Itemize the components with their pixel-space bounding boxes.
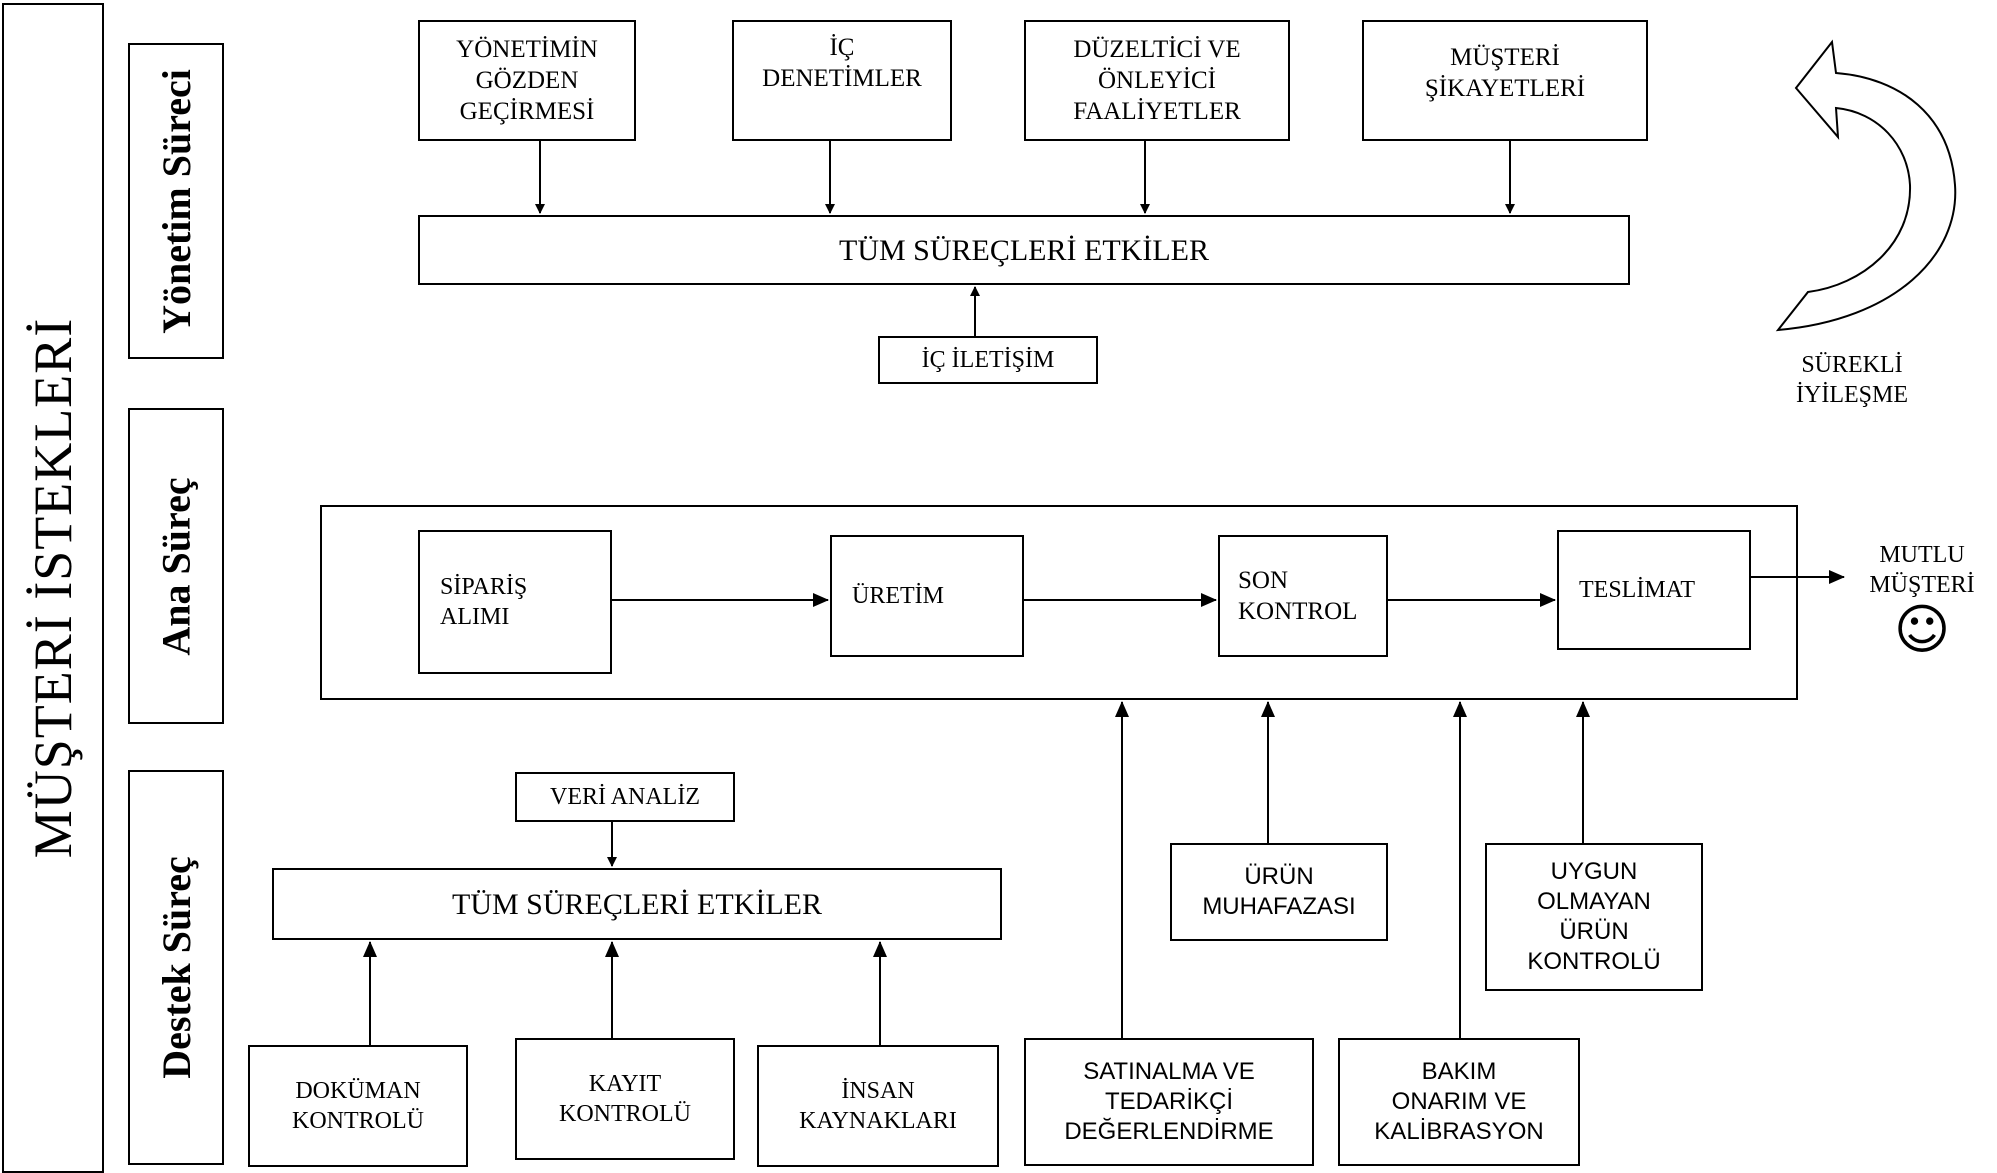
management-review-box: YÖNETİMİN GÖZDEN GEÇİRMESİ	[418, 20, 636, 141]
support-effects-all-box: TÜM SÜREÇLERİ ETKİLER	[272, 868, 1002, 940]
continuous-improvement-label: SÜREKLİ İYİLEŞME	[1796, 352, 1908, 408]
human-resources-box: İNSAN KAYNAKLARI	[757, 1045, 999, 1167]
production-box: ÜRETİM	[830, 535, 1024, 657]
order-receipt-box: SİPARİŞ ALIMI	[418, 530, 612, 674]
data-analysis-box: VERİ ANALİZ	[515, 772, 735, 822]
main-process-frame	[320, 505, 1798, 700]
final-control-box: SON KONTROL	[1218, 535, 1388, 657]
continuous-improvement-arrow-icon	[1775, 39, 1957, 332]
customer-complaints-box: MÜŞTERİ ŞİKAYETLERİ	[1362, 20, 1648, 141]
happy-customer-label: MUTLU MÜŞTERİ	[1869, 542, 1975, 598]
management-effects-all-box: TÜM SÜREÇLERİ ETKİLER	[418, 215, 1630, 285]
purchasing-supplier-evaluation-box: SATINALMA VE TEDARİKÇİ DEĞERLENDİRME	[1024, 1038, 1314, 1166]
record-control-box: KAYIT KONTROLÜ	[515, 1038, 735, 1160]
product-preservation-box: ÜRÜN MUHAFAZASI	[1170, 843, 1388, 941]
main-process-label-box: Ana Süreç	[128, 408, 224, 724]
internal-audits-box: İÇ DENETİMLER	[732, 20, 952, 141]
management-process-label-box: Yönetim Süreci	[128, 43, 224, 359]
corrective-preventive-actions-box: DÜZELTİCİ VE ÖNLEYİCİ FAALİYETLER	[1024, 20, 1290, 141]
internal-communication-box: İÇ İLETİŞİM	[878, 336, 1098, 384]
smiley-icon: ☺	[1893, 598, 1951, 661]
nonconforming-product-control-box: UYGUN OLMAYAN ÜRÜN KONTROLÜ	[1485, 843, 1703, 991]
delivery-box: TESLİMAT	[1557, 530, 1751, 650]
